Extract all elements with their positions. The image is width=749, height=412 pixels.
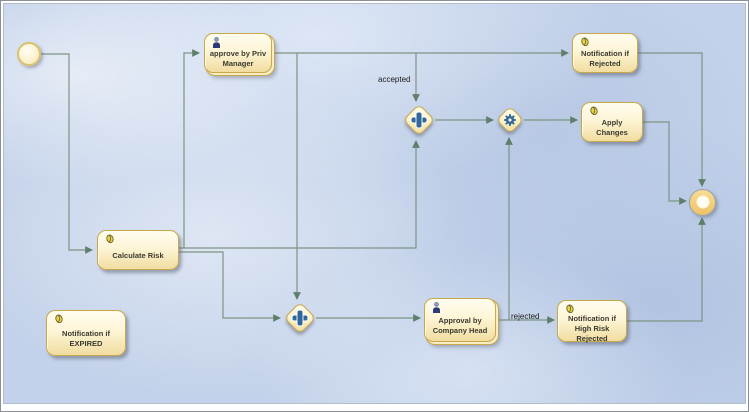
task-notification-expired[interactable]: Notification if EXPIRED xyxy=(46,310,126,356)
edge-label-accepted: accepted xyxy=(378,75,411,84)
task-label: Apply Changes xyxy=(596,117,628,137)
edge-label-rejected: rejected xyxy=(511,312,540,321)
script-icon xyxy=(582,103,642,117)
script-icon xyxy=(558,301,626,314)
gateway-parallel-bottom[interactable] xyxy=(283,301,317,335)
flow-calculate-risk-to-approve-priv-manager[interactable] xyxy=(183,49,200,248)
flow-calculate-risk-to-parallel-top[interactable] xyxy=(179,140,420,249)
gateway-parallel-top[interactable] xyxy=(402,103,436,137)
gateway-gear[interactable] xyxy=(495,105,525,135)
task-notification-high-risk[interactable]: Notification if High Risk Rejected xyxy=(557,300,627,343)
flow-apply-changes-to-end[interactable] xyxy=(643,121,687,205)
script-icon xyxy=(98,231,178,245)
flow-start-to-calculate-risk[interactable] xyxy=(41,53,93,254)
task-apply-changes[interactable]: Apply Changes xyxy=(581,102,643,142)
end-event-inner-circle xyxy=(696,195,709,208)
plus-icon xyxy=(292,310,308,326)
start-event[interactable] xyxy=(17,42,41,66)
diagram-canvas[interactable]: approve by Priv Manager Notification if … xyxy=(3,3,746,404)
task-calculate-risk[interactable]: Calculate Risk xyxy=(97,230,179,270)
task-notification-rejected[interactable]: Notification if Rejected xyxy=(572,33,638,73)
user-icon xyxy=(425,299,495,313)
script-icon xyxy=(573,34,637,48)
task-label: Notification if High Risk Rejected xyxy=(568,314,616,343)
script-icon xyxy=(47,311,125,325)
user-icon xyxy=(205,34,271,48)
task-label: Notification if Rejected xyxy=(581,48,629,68)
task-label: Approval by Company Head xyxy=(432,315,488,335)
task-approve-priv-manager[interactable]: approve by Priv Manager xyxy=(204,33,272,73)
sequence-flows-layer xyxy=(41,49,706,324)
task-approval-company-head[interactable]: Approval by Company Head xyxy=(424,298,496,342)
plus-icon xyxy=(411,112,427,128)
task-label: Calculate Risk xyxy=(112,250,164,260)
flow-notification-high-risk-to-end[interactable] xyxy=(627,217,706,322)
flow-notification-rejected-to-end[interactable] xyxy=(638,52,706,187)
flow-calculate-risk-to-parallel-bottom[interactable] xyxy=(179,251,281,322)
task-label: Notification if EXPIRED xyxy=(62,328,110,348)
end-event[interactable] xyxy=(689,189,716,216)
task-label: approve by Priv Manager xyxy=(209,48,267,68)
gear-icon xyxy=(503,113,517,127)
